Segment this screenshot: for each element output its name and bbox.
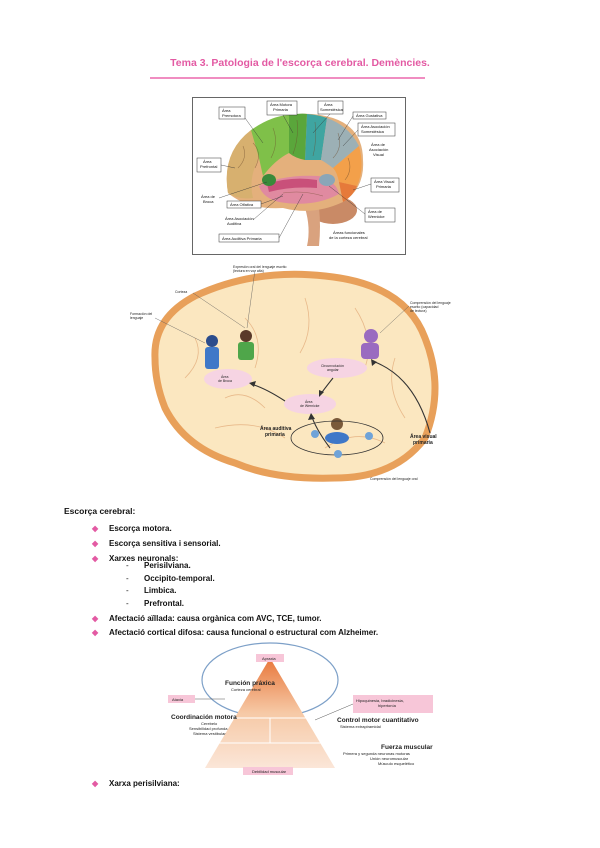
dash-icon: -	[126, 586, 129, 595]
label-coord-sub-1: Sensibilidad profunda	[189, 726, 228, 731]
list-item: ◆Afectació aïllada: causa orgànica com A…	[92, 612, 378, 626]
motor-pyramid-illustration: Apraxia Función práxica Corteza cerebral…	[168, 642, 433, 775]
title-underline	[150, 77, 425, 79]
bullet-icon: ◆	[92, 628, 99, 637]
dash-icon: -	[126, 561, 129, 570]
label-control-sub: Sistema extrapiramidal	[340, 724, 381, 729]
list-item: ◆Afectació cortical difosa: causa funcio…	[92, 626, 378, 640]
label-fuerza-sub-2: Músculo esquelético	[378, 761, 415, 766]
list-item: ◆Xarxes neuronals:	[92, 552, 221, 567]
label-coord-sub-2: Sistema vestibular	[193, 731, 226, 736]
list-item: ◆Escorça sensitiva i sensorial.	[92, 537, 221, 552]
list-item: -Limbica.	[126, 586, 177, 595]
label-funcion-praxica: Función práxica	[225, 680, 275, 687]
language-circuit-illustration: Expresión oral del lenguaje escrito(lect…	[130, 265, 451, 482]
affectation-list: ◆Afectació aïllada: causa orgànica com A…	[92, 612, 378, 640]
label-debilidad: Debilidad muscular	[252, 769, 287, 774]
bullet-icon: ◆	[92, 554, 99, 563]
label-apraxia: Apraxia	[262, 656, 276, 661]
label-fuerza-sub-0: Primera y segunda neuronas motoras	[343, 751, 410, 756]
dash-icon: -	[126, 573, 129, 583]
label-coord-sub-0: Cerebelo	[201, 721, 218, 726]
label-fuerza: Fuerza muscular	[381, 744, 433, 751]
label-expresion: Expresión oral del lenguaje escrito(lect…	[233, 265, 287, 273]
network-sublist: -Perisilviana. -Occipito-temporal. -Limb…	[126, 560, 215, 610]
list-item: ◆Xarxa perisilviana:	[92, 779, 180, 788]
label-auditiva: Área Auditiva Primaria	[222, 236, 262, 241]
list-item: -Prefrontal.	[126, 598, 185, 608]
section-heading: Escorça cerebral:	[64, 506, 136, 516]
list-item: -Occipito-temporal.	[126, 573, 215, 583]
label-hipoquinesia: Hipoquinesia, bradicinesia,hipertonía	[356, 698, 404, 708]
bullet-icon: ◆	[92, 614, 99, 623]
cortex-list: ◆Escorça motora. ◆Escorça sensitiva i se…	[92, 522, 221, 567]
page-title: Tema 3. Patologia de l'escorça cerebral.…	[170, 57, 430, 69]
label-olfativa: Área Olfativa	[230, 202, 254, 207]
list-item: ◆Escorça motora.	[92, 522, 221, 537]
label-corteza: Corteza	[175, 290, 187, 294]
list-item: -Perisilviana.	[126, 561, 191, 570]
label-control-motor: Control motor cuantitativo	[337, 717, 419, 724]
label-fuerza-sub-1: Unión neuromuscular	[370, 756, 409, 761]
label-corteza-cerebral: Corteza cerebral	[231, 687, 261, 692]
bullet-icon: ◆	[92, 539, 99, 548]
label-ataxia: Ataxia	[172, 697, 184, 702]
bullet-icon: ◆	[92, 524, 99, 533]
label-gustativa: Área Gustativa	[356, 113, 383, 118]
bullet-icon: ◆	[92, 779, 99, 788]
motor-pyramid-figure: Apraxia Función práxica Corteza cerebral…	[165, 640, 437, 775]
language-circuit-figure: Expresión oral del lenguaje escrito(lect…	[125, 258, 465, 493]
label-comprension-oral: Comprensión del lenguaje oral	[370, 477, 418, 481]
label-coordinacion: Coordinación motora	[171, 714, 237, 721]
dash-icon: -	[126, 598, 129, 608]
label-premotora-a: Área	[222, 108, 231, 113]
perisilvian-item: ◆Xarxa perisilviana:	[92, 779, 180, 788]
